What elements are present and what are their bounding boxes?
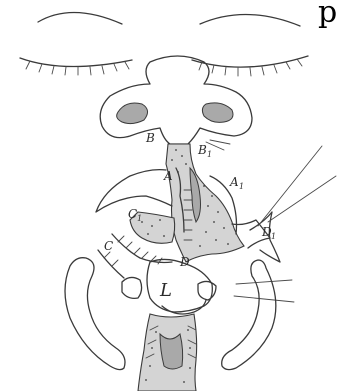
label-b: B xyxy=(145,131,155,145)
label-d: D xyxy=(179,255,190,269)
lower-cleft-strip xyxy=(138,314,197,391)
right-nostril xyxy=(202,103,233,123)
label-b1-subscript: 1 xyxy=(207,150,212,159)
label-d1-subscript: 1 xyxy=(271,232,276,241)
right-closed-eye xyxy=(192,14,308,76)
cleft-flap-region xyxy=(166,144,280,262)
label-c1: C xyxy=(128,207,137,221)
label-a1-subscript: 1 xyxy=(239,182,244,191)
nose-outline xyxy=(100,56,252,144)
label-l: L xyxy=(159,280,172,301)
label-a: A xyxy=(163,169,173,183)
left-nostril xyxy=(117,103,148,124)
label-c1-subscript: 1 xyxy=(137,214,142,223)
left-closed-eye xyxy=(20,12,132,75)
clipped-top-text: p xyxy=(318,0,337,30)
annotation-pointer-lines xyxy=(234,146,336,302)
label-c: C xyxy=(104,239,113,253)
label-b1: B xyxy=(197,143,207,157)
label-a1: A xyxy=(229,175,239,189)
